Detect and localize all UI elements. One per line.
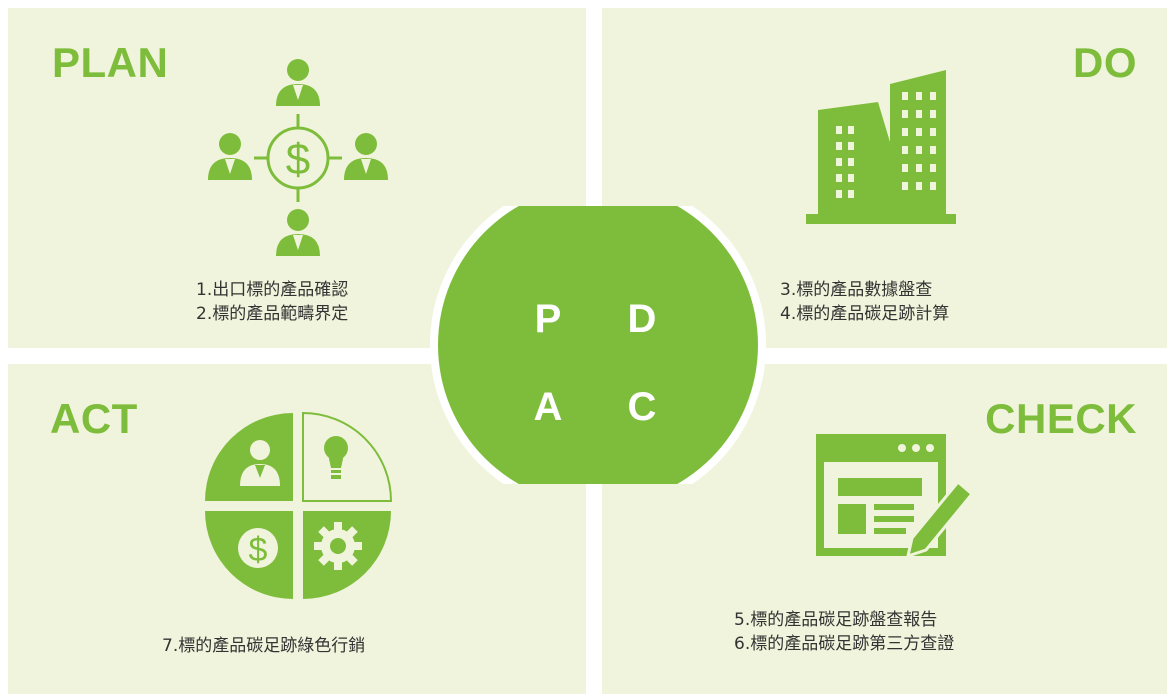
do-title: DO [1073, 39, 1137, 86]
office-buildings-icon [806, 70, 956, 224]
pdca-cycle: P D A C [430, 206, 766, 484]
plan-title: PLAN [52, 39, 169, 86]
svg-text:$: $ [249, 531, 268, 569]
act-title: ACT [50, 395, 138, 442]
check-items: 5.標的產品碳足跡盤查報告 6.標的產品碳足跡第三方查證 [734, 608, 954, 656]
quartered-circle-icon: $ [205, 411, 393, 599]
do-items: 3.標的產品數據盤查 4.標的產品碳足跡計算 [780, 278, 949, 326]
cycle-letter-c: C [628, 385, 657, 429]
act-item: 7.標的產品碳足跡綠色行銷 [162, 636, 366, 656]
plan-items: 1.出口標的產品確認 2.標的產品範疇界定 [196, 278, 348, 326]
people-around-dollar-icon: $ [208, 59, 388, 256]
plan-item: 2.標的產品範疇界定 [196, 304, 349, 324]
cycle-letter-a: A [534, 385, 563, 429]
do-item: 3.標的產品數據盤查 [780, 280, 933, 300]
plan-item: 1.出口標的產品確認 [196, 280, 349, 300]
cycle-letter-p: P [535, 297, 562, 341]
check-item: 6.標的產品碳足跡第三方查證 [734, 634, 955, 654]
svg-text:$: $ [286, 135, 310, 184]
cycle-letter-d: D [628, 297, 657, 341]
browser-window-edit-icon [816, 434, 975, 559]
check-item: 5.標的產品碳足跡盤查報告 [734, 610, 938, 630]
do-item: 4.標的產品碳足跡計算 [780, 304, 950, 324]
check-title: CHECK [985, 395, 1137, 442]
act-items: 7.標的產品碳足跡綠色行銷 [162, 634, 365, 658]
